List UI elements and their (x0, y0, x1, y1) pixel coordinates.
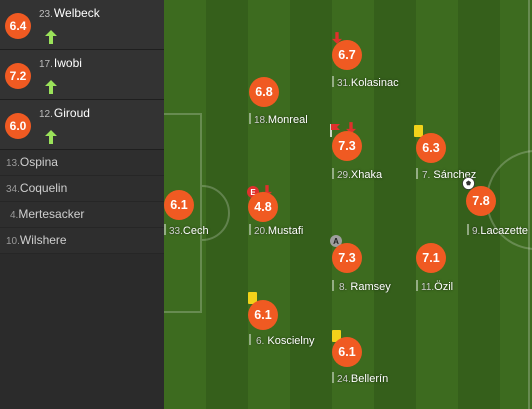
sub-row-iwobi[interactable]: 7.2 17.Iwobi (0, 50, 164, 100)
pin-tick (332, 168, 334, 179)
rating-badge: 7.2 (5, 63, 31, 89)
rating-mustafi[interactable]: 4.8 (248, 192, 278, 222)
bench-row-wilshere[interactable]: 10.Wilshere (0, 228, 164, 254)
pin-tick (249, 224, 251, 235)
name-kolasinac: 31.Kolasinac (337, 77, 399, 89)
player-name: Iwobi (53, 56, 82, 70)
rating-xhaka[interactable]: 7.3 (332, 131, 362, 161)
shirt-number: 23. (39, 9, 53, 20)
rating-badge: 6.4 (5, 13, 31, 39)
rating-lacazette[interactable]: 7.8 (466, 186, 496, 216)
pin-tick (416, 280, 418, 291)
yellow-card-icon (332, 330, 341, 342)
player-label: 12.Giroud (39, 106, 90, 120)
pitch: 6.7 31.Kolasinac 6.8 18.Monreal 7.3 29.X… (164, 0, 532, 409)
rating-cech[interactable]: 6.1 (164, 190, 194, 220)
rating-bellerin[interactable]: 6.1 (332, 337, 362, 367)
substitutes-panel: 6.4 23.Welbeck 7.2 17.Iwobi 6.0 12.Girou… (0, 0, 164, 409)
player-label: 17.Iwobi (39, 56, 82, 70)
sub-in-arrow-icon (45, 30, 57, 44)
player-name: Coquelin (19, 181, 68, 195)
name-koscielny: 6. Koscielny (256, 335, 315, 347)
rating-badge: 6.0 (5, 113, 31, 139)
shirt-number: 12. (39, 109, 53, 120)
player-name: Wilshere (19, 233, 67, 247)
pin-tick (332, 372, 334, 383)
name-mustafi: 20.Mustafi (254, 225, 304, 237)
pin-tick (249, 334, 251, 345)
shirt-number: 13. (6, 158, 20, 169)
player-name: Giroud (53, 106, 90, 120)
name-monreal: 18.Monreal (254, 114, 308, 126)
shirt-number: 4. (10, 210, 19, 221)
bench-row-ospina[interactable]: 13.Ospina (0, 150, 164, 176)
pin-tick (249, 113, 251, 124)
name-xhaka: 29.Xhaka (337, 169, 383, 181)
rating-monreal[interactable]: 6.8 (249, 77, 279, 107)
yellow-card-icon (248, 292, 257, 304)
corner-flag-icon (330, 124, 340, 137)
pin-tick (332, 76, 334, 87)
sub-in-arrow-icon (45, 80, 57, 94)
yellow-card-icon (414, 125, 423, 137)
rating-koscielny[interactable]: 6.1 (248, 300, 278, 330)
shirt-number: 34. (6, 184, 20, 195)
name-cech: 33.Cech (169, 225, 209, 237)
pin-tick (332, 280, 334, 291)
rating-kolasinac[interactable]: 6.7 (332, 40, 362, 70)
shirt-number: 17. (39, 59, 53, 70)
sub-out-arrow-icon (346, 122, 356, 134)
penalty-box-line (164, 113, 202, 313)
rating-ramsey[interactable]: 7.3 (332, 243, 362, 273)
player-name: Mertesacker (18, 207, 85, 221)
shirt-number: 10. (6, 236, 20, 247)
name-lacazette: 9.Lacazette (472, 225, 529, 237)
rating-sanchez[interactable]: 6.3 (416, 133, 446, 163)
player-name: Ospina (19, 155, 58, 169)
sub-in-arrow-icon (45, 130, 57, 144)
name-ozil: 11.Özil (421, 281, 454, 293)
bench-row-mertesacker[interactable]: 4.Mertesacker (0, 202, 164, 228)
name-bellerin: 24.Bellerín (337, 373, 389, 385)
bench-row-coquelin[interactable]: 34.Coquelin (0, 176, 164, 202)
sub-row-giroud[interactable]: 6.0 12.Giroud (0, 100, 164, 150)
pin-tick (416, 168, 418, 179)
rating-ozil[interactable]: 7.1 (416, 243, 446, 273)
sub-row-welbeck[interactable]: 6.4 23.Welbeck (0, 0, 164, 50)
name-ramsey: 8. Ramsey (339, 281, 391, 293)
pin-tick (467, 224, 469, 235)
goal-ball-icon (462, 177, 475, 190)
player-name: Welbeck (53, 6, 100, 20)
pin-tick (164, 224, 166, 235)
player-label: 23.Welbeck (39, 6, 100, 20)
